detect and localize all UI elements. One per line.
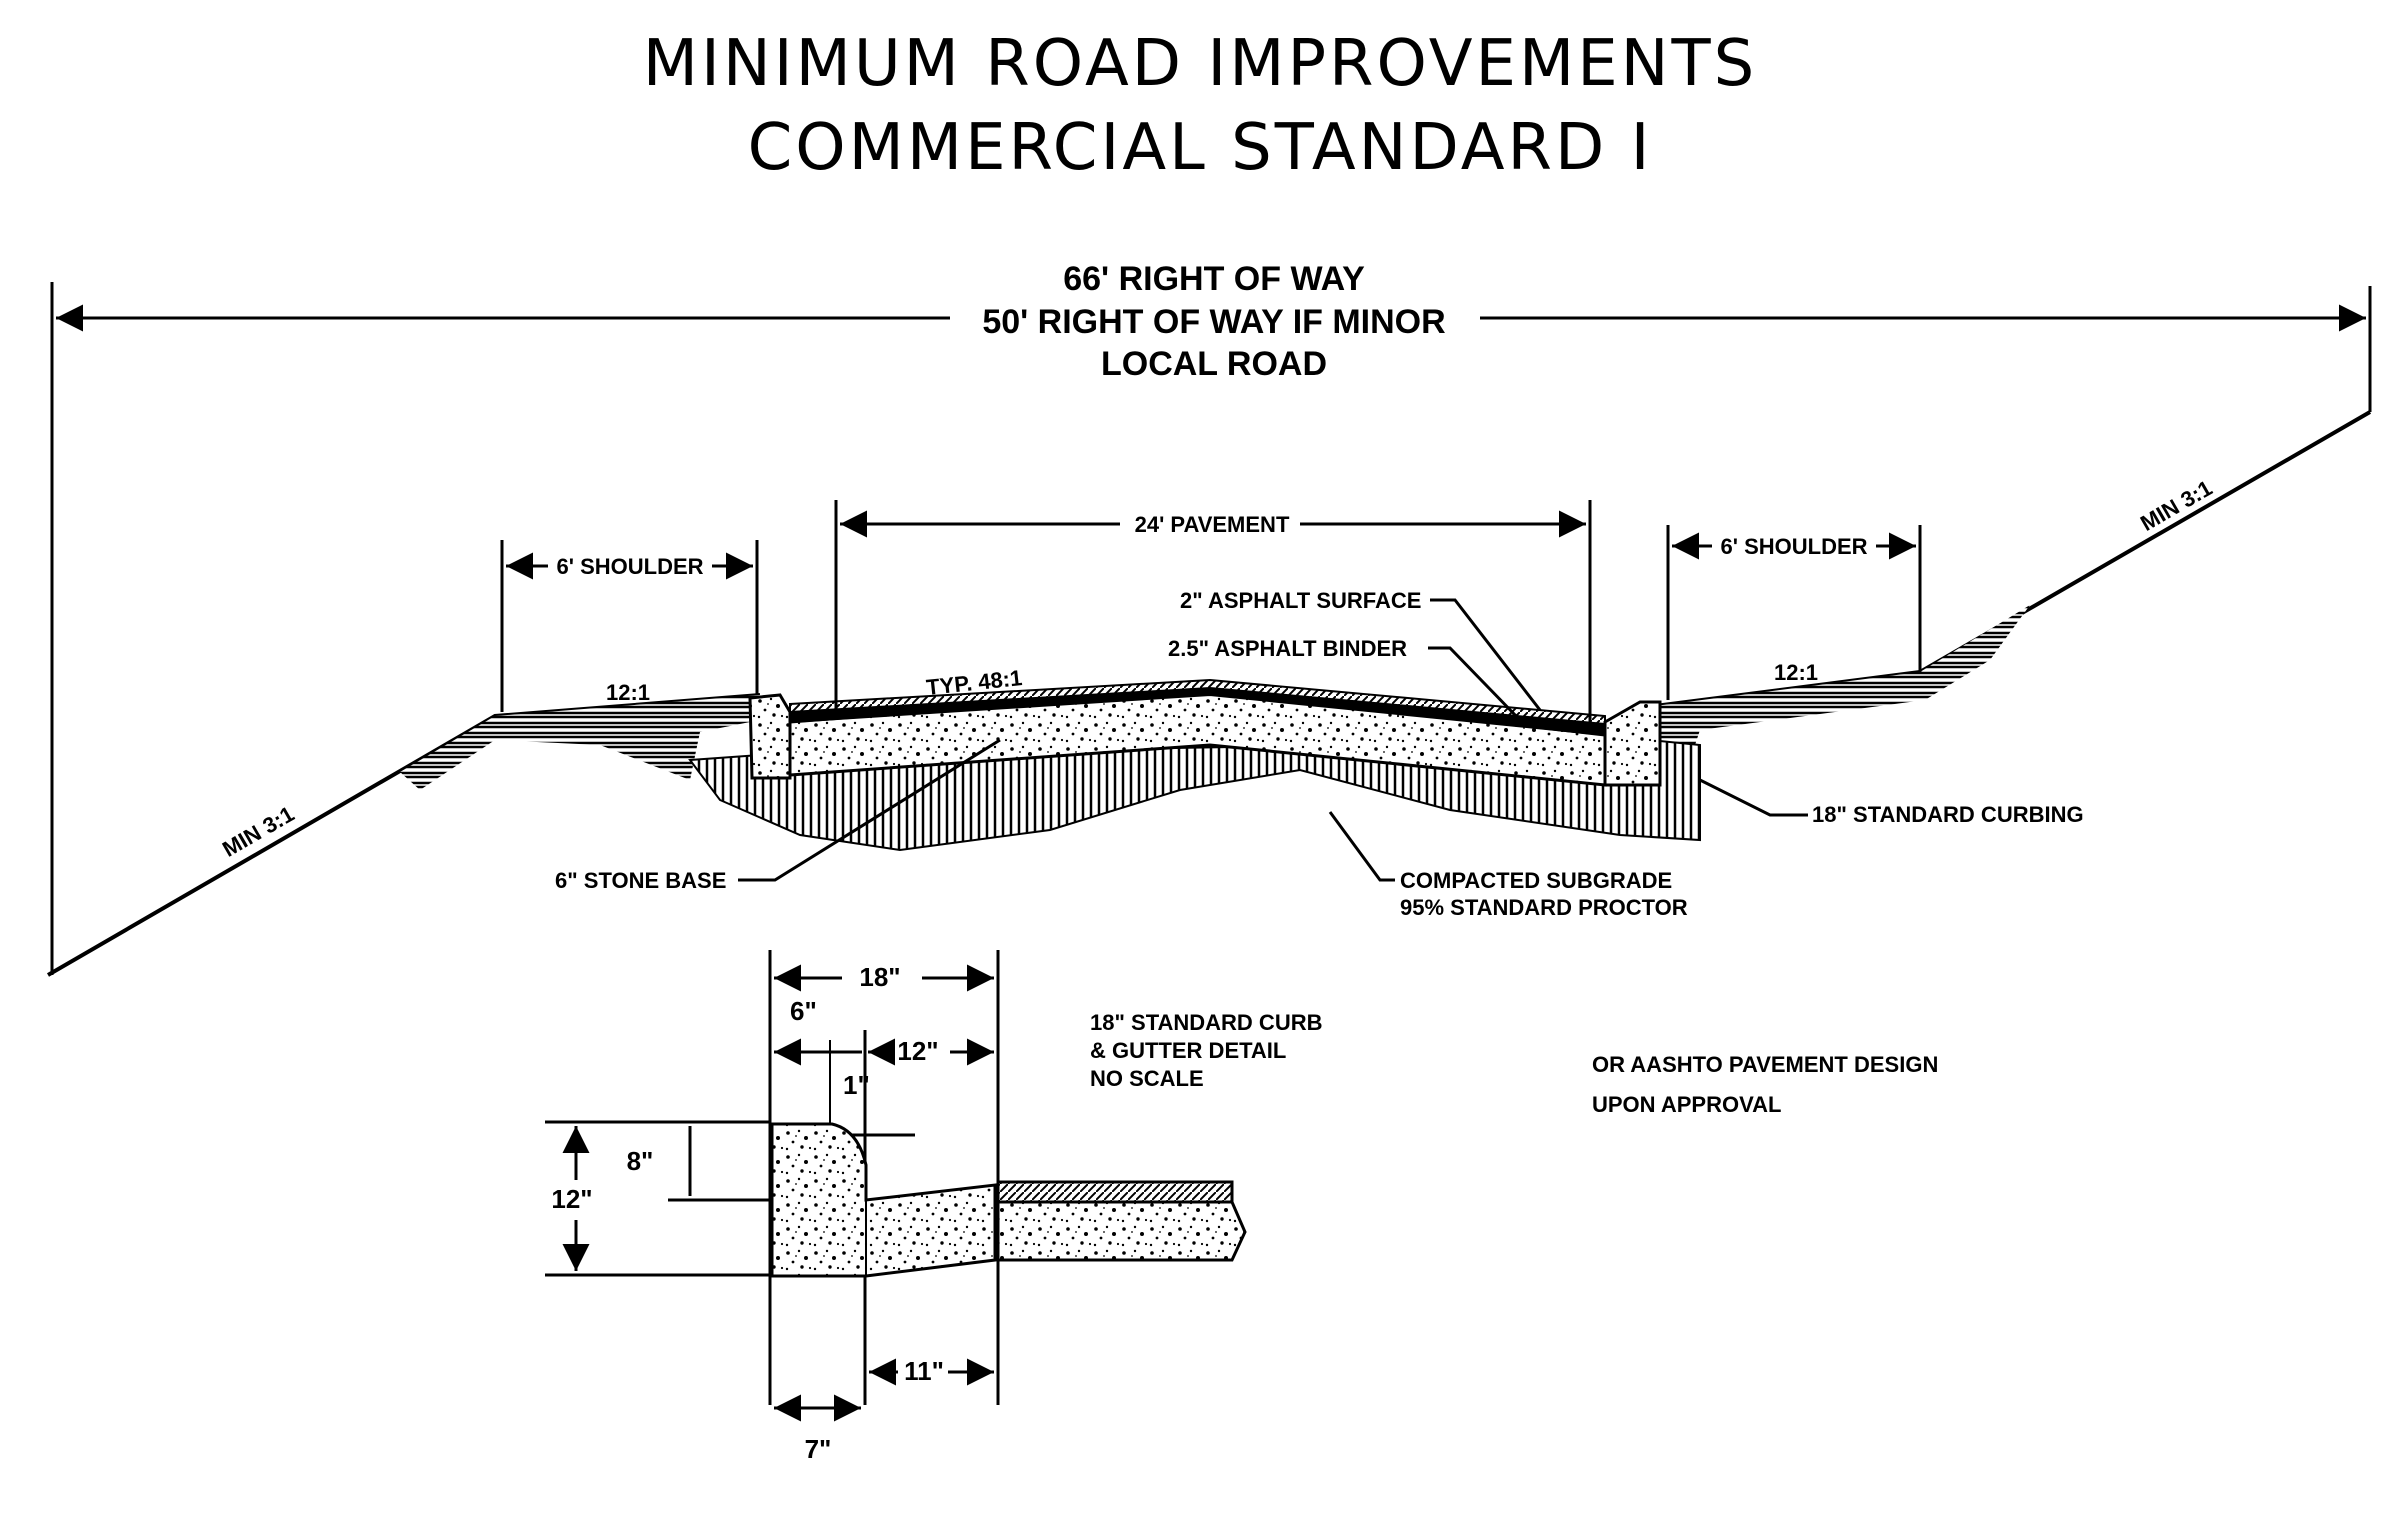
asphalt-binder-callout: 2.5" ASPHALT BINDER <box>1168 636 1520 720</box>
asphalt-binder-label: 2.5" ASPHALT BINDER <box>1168 636 1407 661</box>
title-line-1: MINIMUM ROAD IMPROVEMENTS <box>642 27 1758 101</box>
drawing-title: MINIMUM ROAD IMPROVEMENTS COMMERCIAL STA… <box>0 22 2400 190</box>
left-shoulder-dimension: 6' SHOULDER 12:1 <box>500 540 759 712</box>
dim-11-label: 11" <box>904 1356 944 1386</box>
detail-asphalt <box>996 1180 1234 1204</box>
detail-title-1: 18" STANDARD CURB <box>1090 1010 1322 1035</box>
asphalt-surface-label: 2" ASPHALT SURFACE <box>1180 588 1421 613</box>
title-line-2: COMMERCIAL STANDARD I <box>747 111 1653 185</box>
left-curb <box>748 693 792 780</box>
dim-18-label: 18" <box>859 962 900 992</box>
detail-title-3: NO SCALE <box>1090 1066 1204 1091</box>
shoulder-left-label: 6' SHOULDER <box>556 554 703 579</box>
right-of-way-dimension: 66' RIGHT OF WAY 50' RIGHT OF WAY IF MIN… <box>50 260 2372 975</box>
asphalt-surface-callout: 2" ASPHALT SURFACE <box>1180 588 1542 711</box>
pavement-dimension: 24' PAVEMENT <box>834 500 1592 728</box>
detail-title-2: & GUTTER DETAIL <box>1090 1038 1286 1063</box>
dim-7-label: 7" <box>805 1434 832 1464</box>
row-label-2: 50' RIGHT OF WAY IF MINOR <box>982 303 1445 341</box>
note-line-1: OR AASHTO PAVEMENT DESIGN <box>1592 1052 1938 1077</box>
note-line-2: UPON APPROVAL <box>1592 1092 1781 1117</box>
subgrade-callout: COMPACTED SUBGRADE 95% STANDARD PROCTOR <box>1328 811 1688 920</box>
subgrade-label-1: COMPACTED SUBGRADE <box>1400 868 1672 893</box>
dim-1-label: 1" <box>843 1070 870 1100</box>
stone-base-callout: 6" STONE BASE <box>555 738 1001 893</box>
right-curb <box>1603 700 1662 787</box>
pavement-label: 24' PAVEMENT <box>1135 512 1290 537</box>
dim-12-side-label: 12" <box>551 1184 592 1214</box>
dim-8-label: 8" <box>627 1146 654 1176</box>
stone-base-label: 6" STONE BASE <box>555 868 726 893</box>
slope-shoulder-left-label: 12:1 <box>606 680 650 705</box>
right-shoulder-dimension: 6' SHOULDER 12:1 <box>1666 525 1922 700</box>
curb-gutter-detail: 18" 6" 12" 1" 12" 8" 11" 7" 18" STANDA <box>545 950 1322 1464</box>
row-label-3: LOCAL ROAD <box>1101 345 1327 383</box>
dim-12-top-label: 12" <box>897 1036 938 1066</box>
row-label-1: 66' RIGHT OF WAY <box>1063 260 1365 298</box>
curb-body <box>770 1122 997 1278</box>
curbing-label: 18" STANDARD CURBING <box>1812 802 2084 827</box>
slope-shoulder-right-label: 12:1 <box>1774 660 1818 685</box>
curbing-callout: 18" STANDARD CURBING <box>1699 778 2084 827</box>
shoulder-right-label: 6' SHOULDER <box>1720 534 1867 559</box>
dim-6-label: 6" <box>790 996 817 1026</box>
design-note: OR AASHTO PAVEMENT DESIGN UPON APPROVAL <box>1592 1052 1938 1117</box>
subgrade-label-2: 95% STANDARD PROCTOR <box>1400 895 1688 920</box>
detail-base <box>996 1200 1247 1262</box>
